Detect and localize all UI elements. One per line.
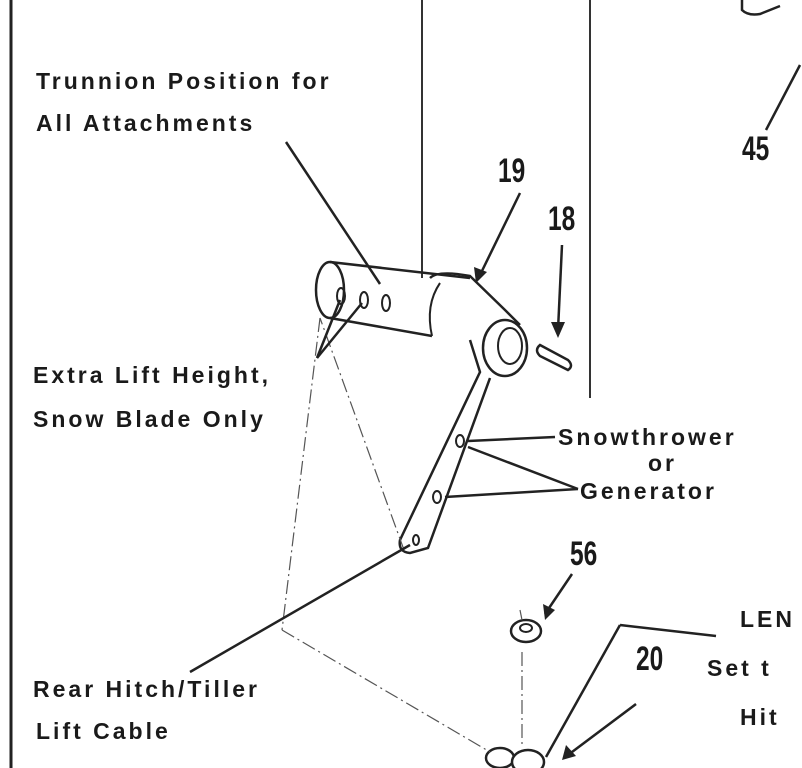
part-number-18: 18 [548,200,576,238]
part-number-56: 56 [570,535,598,573]
extra-lift-label-line2: Snow Blade Only [33,406,266,432]
rear-hitch-label-line2: Lift Cable [36,718,171,744]
trunnion-label-line1: Trunnion Position for [36,68,332,94]
nut-part [509,618,543,644]
phantom-lines [281,317,523,753]
part-20-fragment [484,746,546,768]
pin-part [535,343,573,372]
trunnion-label-line2: All Attachments [36,110,256,136]
snowthrower-label-line2: or [648,450,677,476]
len-partial-label: LEN [740,606,795,632]
arrowheads [474,267,576,760]
trunnion-part [314,260,529,555]
set-partial-label: Set t [707,655,772,681]
snowthrower-label-line1: Snowthrower [558,424,737,450]
hit-partial-label: Hit [740,704,780,730]
part-number-19: 19 [498,152,526,190]
leader-lines [189,64,802,758]
part-45-fragment [740,0,781,16]
snowthrower-label-line3: Generator [580,478,717,504]
part-number-45: 45 [742,130,770,168]
part-number-20: 20 [636,640,664,678]
rear-hitch-label-line1: Rear Hitch/Tiller [33,676,260,702]
extra-lift-label-line1: Extra Lift Height, [33,362,272,388]
